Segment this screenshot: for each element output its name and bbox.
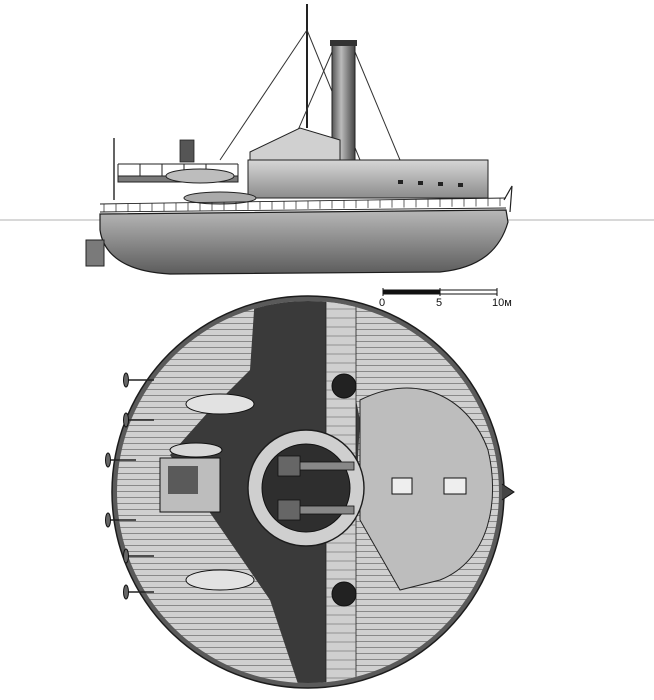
after-deck bbox=[359, 387, 494, 591]
scale-bar bbox=[382, 288, 498, 296]
turret-well bbox=[261, 443, 351, 533]
scale-label-5: 5 bbox=[436, 297, 443, 309]
funnel-top bbox=[331, 373, 357, 399]
propellers bbox=[105, 372, 154, 600]
boat-plan bbox=[185, 393, 255, 415]
rudder bbox=[85, 239, 105, 267]
gun-mount bbox=[277, 499, 301, 521]
bow-post bbox=[503, 185, 513, 213]
wheelhouse bbox=[179, 139, 195, 163]
skylight bbox=[391, 477, 413, 495]
bow-point bbox=[501, 483, 515, 501]
gun-mount bbox=[277, 455, 301, 477]
propeller-icon bbox=[123, 412, 154, 428]
rail-posts bbox=[103, 198, 501, 212]
portholes bbox=[398, 180, 463, 187]
boat-plan-small bbox=[169, 442, 223, 458]
scale-label-10: 10м bbox=[492, 297, 512, 309]
stay bbox=[219, 29, 308, 161]
boat bbox=[165, 168, 235, 184]
scale-label-0: 0 bbox=[379, 297, 386, 309]
propeller-icon bbox=[105, 452, 136, 468]
skylight bbox=[443, 477, 467, 495]
propeller-icon bbox=[123, 548, 154, 564]
stay bbox=[354, 51, 401, 161]
propeller-icon bbox=[105, 512, 136, 528]
propeller-icon bbox=[123, 584, 154, 600]
superstructure bbox=[247, 159, 489, 199]
plan-view bbox=[105, 295, 515, 689]
hull bbox=[99, 209, 509, 275]
deck-house-hatch bbox=[168, 466, 198, 494]
scale-bar-half bbox=[383, 290, 440, 294]
side-elevation bbox=[0, 4, 654, 275]
funnel-cap bbox=[330, 40, 357, 46]
propeller-icon bbox=[123, 372, 154, 388]
funnel-top bbox=[331, 581, 357, 607]
deck-rail bbox=[99, 197, 507, 213]
boat-plan bbox=[185, 569, 255, 591]
boat bbox=[183, 191, 257, 205]
